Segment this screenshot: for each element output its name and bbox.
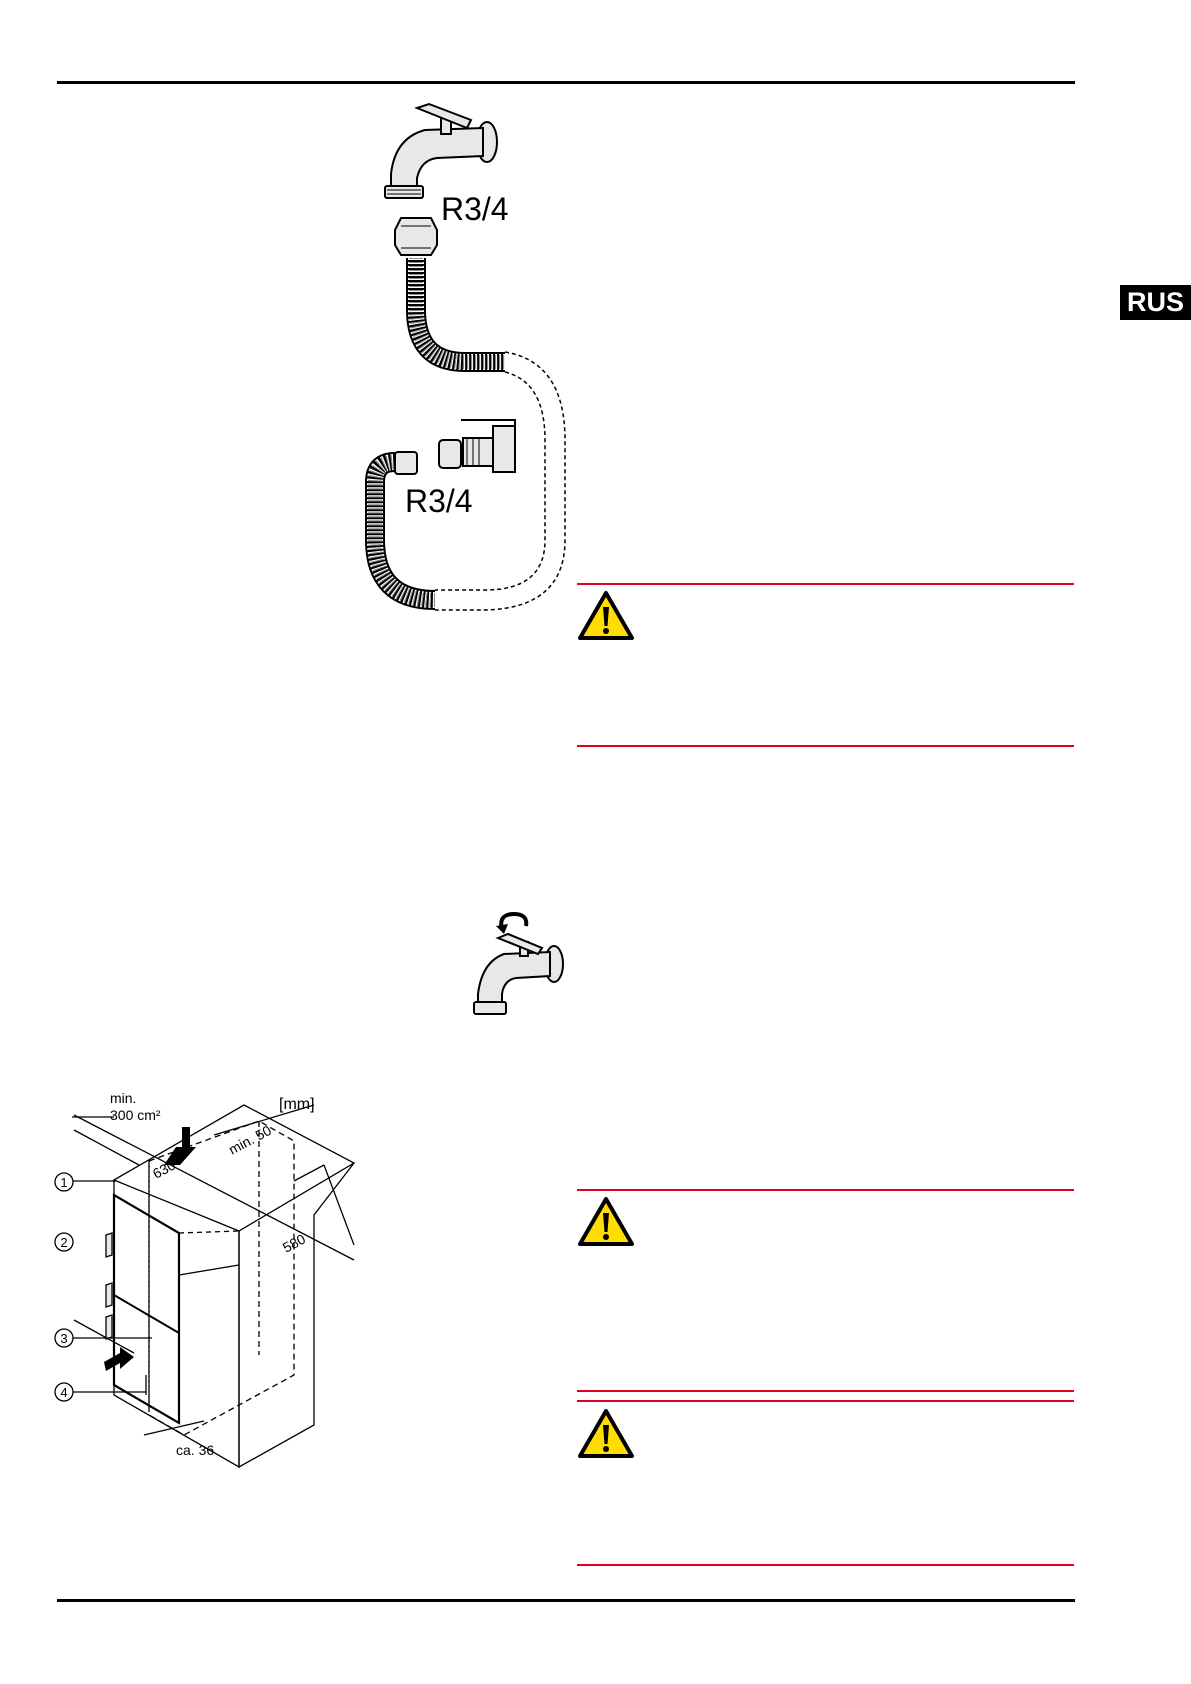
language-tab: RUS <box>1120 285 1191 320</box>
warning-2-top-rule <box>577 1189 1074 1191</box>
hose-nut-icon <box>394 217 438 256</box>
warning-3-bottom-rule <box>577 1564 1074 1566</box>
vent-label-line1: min. <box>110 1090 136 1106</box>
water-tap-icon <box>473 932 564 1015</box>
bottom-rule <box>57 1599 1075 1602</box>
hose-connection-figure: R3/4 R3/4 <box>365 102 566 611</box>
installation-dimensions-figure: 1 2 3 4 [mm] min. 300 cm² min. 50 630 58… <box>54 1090 356 1469</box>
callout-1: 1 <box>54 1172 74 1192</box>
svg-text:2: 2 <box>60 1235 67 1250</box>
insert-arrow-icon <box>104 1347 134 1371</box>
callout-3: 3 <box>54 1328 74 1348</box>
unit-label: [mm] <box>279 1096 315 1113</box>
ventilation-arrow-icon <box>164 1127 196 1165</box>
solenoid-valve-icon <box>394 419 516 475</box>
warning-3-icon <box>578 1409 634 1458</box>
svg-text:3: 3 <box>60 1331 67 1346</box>
rotate-arrow-icon <box>499 911 529 931</box>
gap-top-label: min. 50 <box>226 1122 274 1158</box>
callout-2: 2 <box>54 1232 74 1252</box>
top-rule <box>57 81 1075 84</box>
warning-3-top-rule <box>577 1400 1074 1402</box>
bottom-offset-label: ca. 36 <box>176 1442 214 1458</box>
svg-text:1: 1 <box>60 1175 67 1190</box>
svg-text:4: 4 <box>60 1385 67 1400</box>
vent-label-line2: 300 cm² <box>110 1107 161 1123</box>
warning-1-top-rule <box>577 583 1074 585</box>
warning-1-icon <box>578 591 634 640</box>
water-tap-icon <box>384 102 498 199</box>
warning-2-bottom-rule <box>577 1390 1074 1392</box>
tap-thread-label: R3/4 <box>441 191 509 227</box>
warning-2-icon <box>578 1197 634 1246</box>
warning-1-bottom-rule <box>577 745 1074 747</box>
callout-4: 4 <box>54 1382 74 1402</box>
valve-thread-label: R3/4 <box>405 483 473 519</box>
tap-close-figure <box>473 911 564 1015</box>
